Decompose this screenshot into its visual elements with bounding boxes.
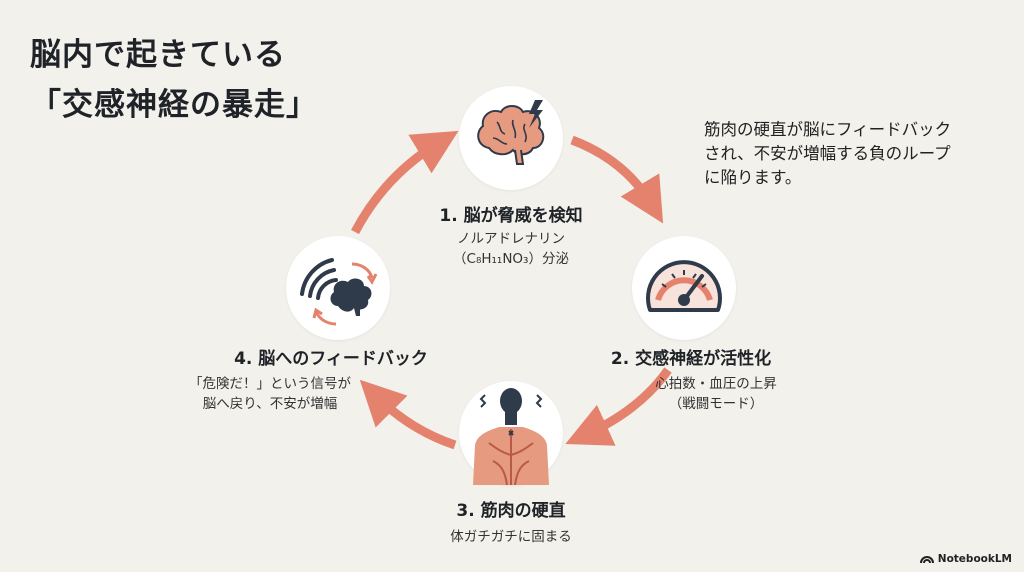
step3-description: 体ガチガチに固まる	[450, 527, 572, 547]
brain-feedback-signal-icon	[300, 258, 378, 326]
step4-desc-line: 脳へ戻り、不安が増幅	[202, 396, 338, 412]
step4-description: 「危険だ！」という信号が 脳へ戻り、不安が増幅	[189, 374, 351, 414]
step2-desc-line: （戦闘モード）	[668, 396, 764, 412]
footer-brand: NotebookLM	[937, 553, 1012, 565]
note-line: に陥ります。	[704, 168, 802, 187]
title-line-1: 脳内で起きている	[30, 37, 286, 73]
note-line: 筋肉の硬直が脳にフィードバック	[704, 120, 952, 139]
arrow-step1-to-step2	[570, 135, 664, 224]
step1-description: ノルアドレナリン （C₈H₁₁NO₃）分泌	[453, 229, 569, 269]
tense-back-muscles-icon	[473, 388, 549, 485]
arrow-step4-to-step1	[351, 130, 459, 235]
step1-desc-line: （C₈H₁₁NO₃）分泌	[453, 251, 569, 267]
title-line-2: 「交感神経の暴走」	[30, 87, 318, 123]
brain-lightning-icon	[477, 100, 545, 165]
step2-description: 心拍数・血圧の上昇 （戦闘モード）	[655, 374, 777, 414]
arrow-step3-to-step4	[359, 379, 457, 450]
loop-explanation-note: 筋肉の硬直が脳にフィードバック され、不安が増幅する負のループ に陥ります。	[704, 118, 1004, 190]
notebooklm-watermark: NotebookLM	[919, 553, 1012, 565]
step1-desc-line: ノルアドレナリン	[456, 231, 565, 247]
step2-icon-circle	[632, 236, 736, 340]
note-line: され、不安が増幅する負のループ	[704, 144, 951, 163]
arrow-step2-to-step3	[565, 367, 672, 446]
step3-heading: 3. 筋肉の硬直	[456, 501, 566, 521]
notebooklm-logo-icon	[919, 556, 934, 564]
step4-icon-circle	[286, 236, 390, 340]
page-title: 脳内で起きている 「交感神経の暴走」	[30, 30, 318, 130]
step1-heading: 1. 脳が脅威を検知	[439, 206, 583, 226]
step4-desc-line: 「危険だ！」という信号が	[189, 376, 351, 392]
step3-desc-line: 体ガチガチに固まる	[450, 529, 572, 545]
step2-heading: 2. 交感神経が活性化	[610, 349, 772, 369]
step4-heading: 4. 脳へのフィードバック	[234, 349, 428, 369]
step2-desc-line: 心拍数・血圧の上昇	[655, 376, 777, 392]
speedometer-gauge-icon	[646, 260, 722, 312]
step1-icon-circle	[459, 86, 563, 190]
step3-icon-circle	[459, 381, 563, 485]
